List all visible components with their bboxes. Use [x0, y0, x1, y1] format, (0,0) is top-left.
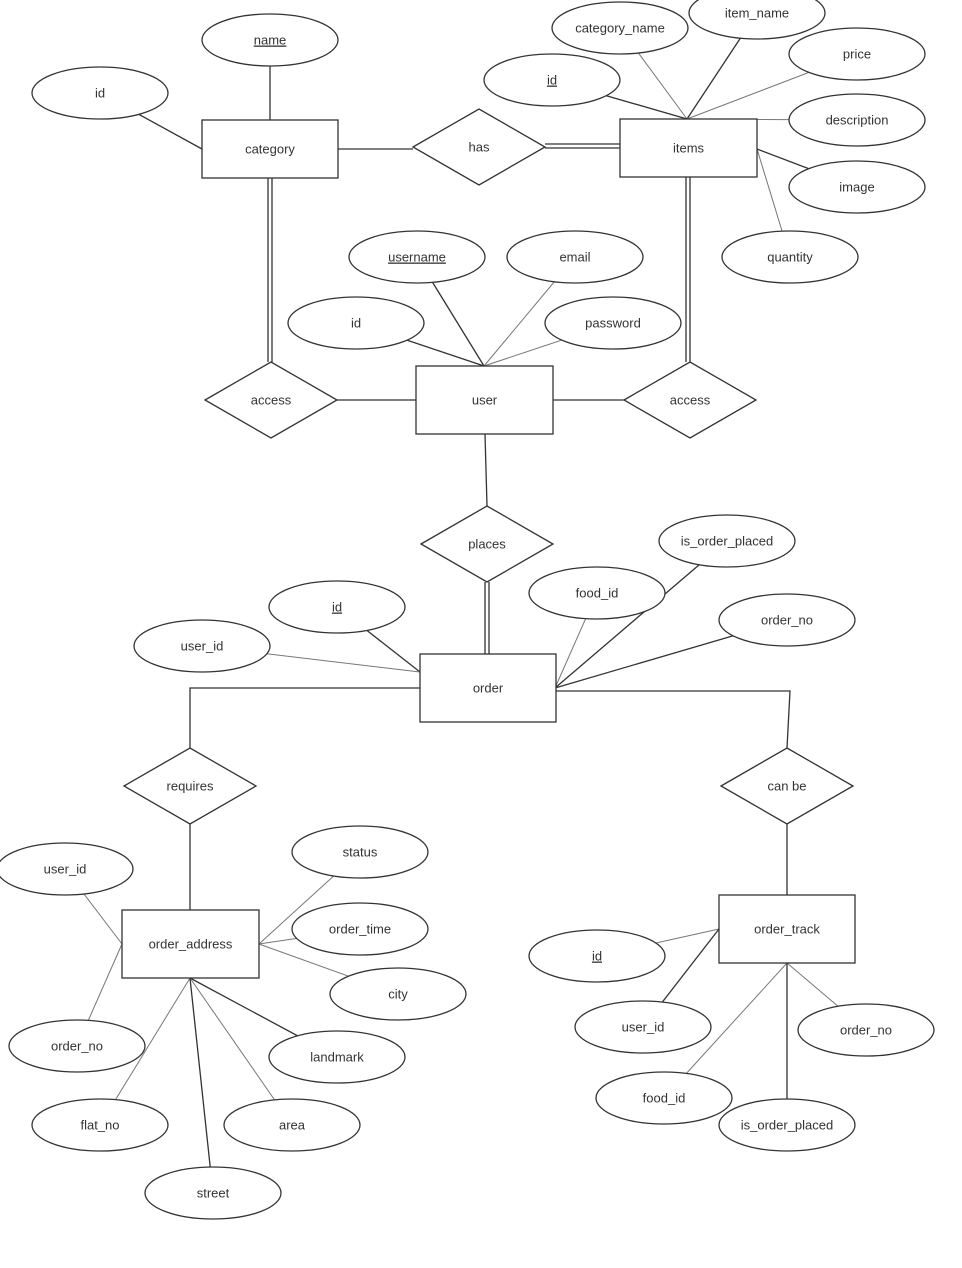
attribute-id[interactable]: id: [483, 53, 621, 107]
attribute-user-id[interactable]: user_id: [0, 842, 134, 896]
attribute-email[interactable]: email: [506, 230, 644, 284]
attribute-city[interactable]: city: [329, 967, 467, 1021]
entity-category[interactable]: category: [201, 119, 339, 179]
attribute-order-no[interactable]: order_no: [718, 593, 856, 647]
attribute-label: category_name: [575, 21, 665, 36]
attribute-price[interactable]: price: [788, 27, 926, 81]
attribute-label: user_id: [181, 639, 224, 654]
attribute-label: area: [279, 1118, 306, 1133]
attribute-label: street: [197, 1186, 230, 1201]
relationship-requires[interactable]: requires: [122, 747, 258, 825]
attribute-username[interactable]: username: [348, 230, 486, 284]
attribute-food-id[interactable]: food_id: [528, 566, 666, 620]
attribute-is-order-placed[interactable]: is_order_placed: [718, 1098, 856, 1152]
relationship-label: requires: [167, 779, 214, 794]
attribute-label: description: [826, 113, 889, 128]
key-attribute-label: id: [592, 949, 602, 964]
attribute-label: user_id: [622, 1020, 665, 1035]
attribute-label: order_no: [761, 613, 813, 628]
key-attribute-label: name: [254, 33, 287, 48]
relationship-has[interactable]: has: [411, 108, 547, 186]
attribute-id[interactable]: id: [287, 296, 425, 350]
attribute-landmark[interactable]: landmark: [268, 1030, 406, 1084]
attribute-description[interactable]: description: [788, 93, 926, 147]
attribute-label: landmark: [310, 1050, 364, 1065]
entity-items[interactable]: items: [619, 118, 758, 178]
attribute-id[interactable]: id: [268, 580, 406, 634]
entity-label: order: [473, 681, 504, 696]
attribute-label: status: [343, 845, 378, 860]
relationship-label: can be: [767, 779, 806, 794]
attribute-label: order_no: [840, 1023, 892, 1038]
attribute-label: order_no: [51, 1039, 103, 1054]
attribute-label: user_id: [44, 862, 87, 877]
attribute-label: image: [839, 180, 874, 195]
attribute-label: food_id: [643, 1091, 686, 1106]
attribute-label: item_name: [725, 6, 789, 21]
attribute-label: city: [388, 987, 408, 1002]
entity-order[interactable]: order: [419, 653, 557, 723]
entity-order-track[interactable]: order_track: [718, 894, 856, 964]
key-attribute-label: id: [547, 73, 557, 88]
attribute-password[interactable]: password: [544, 296, 682, 350]
attribute-id[interactable]: id: [31, 66, 169, 120]
relationship-connector: [189, 687, 420, 748]
attribute-is-order-placed[interactable]: is_order_placed: [658, 514, 796, 568]
attribute-order-time[interactable]: order_time: [291, 902, 429, 956]
entity-order-address[interactable]: order_address: [121, 909, 260, 979]
relationship-label: access: [251, 393, 292, 408]
attribute-quantity[interactable]: quantity: [721, 230, 859, 284]
attribute-connector: [554, 540, 728, 689]
attribute-image[interactable]: image: [788, 160, 926, 214]
entity-label: items: [673, 141, 705, 156]
attribute-status[interactable]: status: [291, 825, 429, 879]
key-attribute-label: username: [388, 250, 446, 265]
relationship-can-be[interactable]: can be: [719, 747, 855, 825]
attribute-label: price: [843, 47, 871, 62]
relationship-label: places: [468, 537, 506, 552]
attribute-label: is_order_placed: [741, 1118, 834, 1133]
entity-label: order_address: [149, 937, 233, 952]
entity-label: user: [472, 393, 498, 408]
attribute-id[interactable]: id: [528, 929, 666, 983]
attribute-area[interactable]: area: [223, 1098, 361, 1152]
attribute-name[interactable]: name: [201, 13, 339, 67]
attribute-label: id: [351, 316, 361, 331]
attribute-user-id[interactable]: user_id: [574, 1000, 712, 1054]
attribute-label: password: [585, 316, 641, 331]
attribute-food-id[interactable]: food_id: [595, 1071, 733, 1125]
attribute-connector: [189, 977, 214, 1194]
relationship-access[interactable]: access: [203, 361, 339, 439]
attribute-label: food_id: [576, 586, 619, 601]
attribute-item-name[interactable]: item_name: [688, 0, 826, 40]
entity-label: category: [245, 142, 295, 157]
attribute-label: is_order_placed: [681, 534, 774, 549]
attribute-label: id: [95, 86, 105, 101]
attribute-label: email: [559, 250, 590, 265]
relationship-connector: [556, 690, 791, 749]
entity-user[interactable]: user: [415, 365, 554, 435]
relationship-access[interactable]: access: [622, 361, 758, 439]
attribute-label: flat_no: [80, 1118, 119, 1133]
attribute-order-no[interactable]: order_no: [797, 1003, 935, 1057]
attribute-label: quantity: [767, 250, 813, 265]
attribute-street[interactable]: street: [144, 1166, 282, 1220]
relationship-places[interactable]: places: [419, 505, 555, 583]
relationship-label: has: [469, 140, 490, 155]
attribute-order-no[interactable]: order_no: [8, 1019, 146, 1073]
attribute-user-id[interactable]: user_id: [133, 619, 271, 673]
entity-label: order_track: [754, 922, 820, 937]
attribute-flat-no[interactable]: flat_no: [31, 1098, 169, 1152]
relationship-connector: [484, 433, 488, 507]
attribute-label: order_time: [329, 922, 391, 937]
relationship-label: access: [670, 393, 711, 408]
attribute-category-name[interactable]: category_name: [551, 1, 689, 55]
key-attribute-label: id: [332, 600, 342, 615]
